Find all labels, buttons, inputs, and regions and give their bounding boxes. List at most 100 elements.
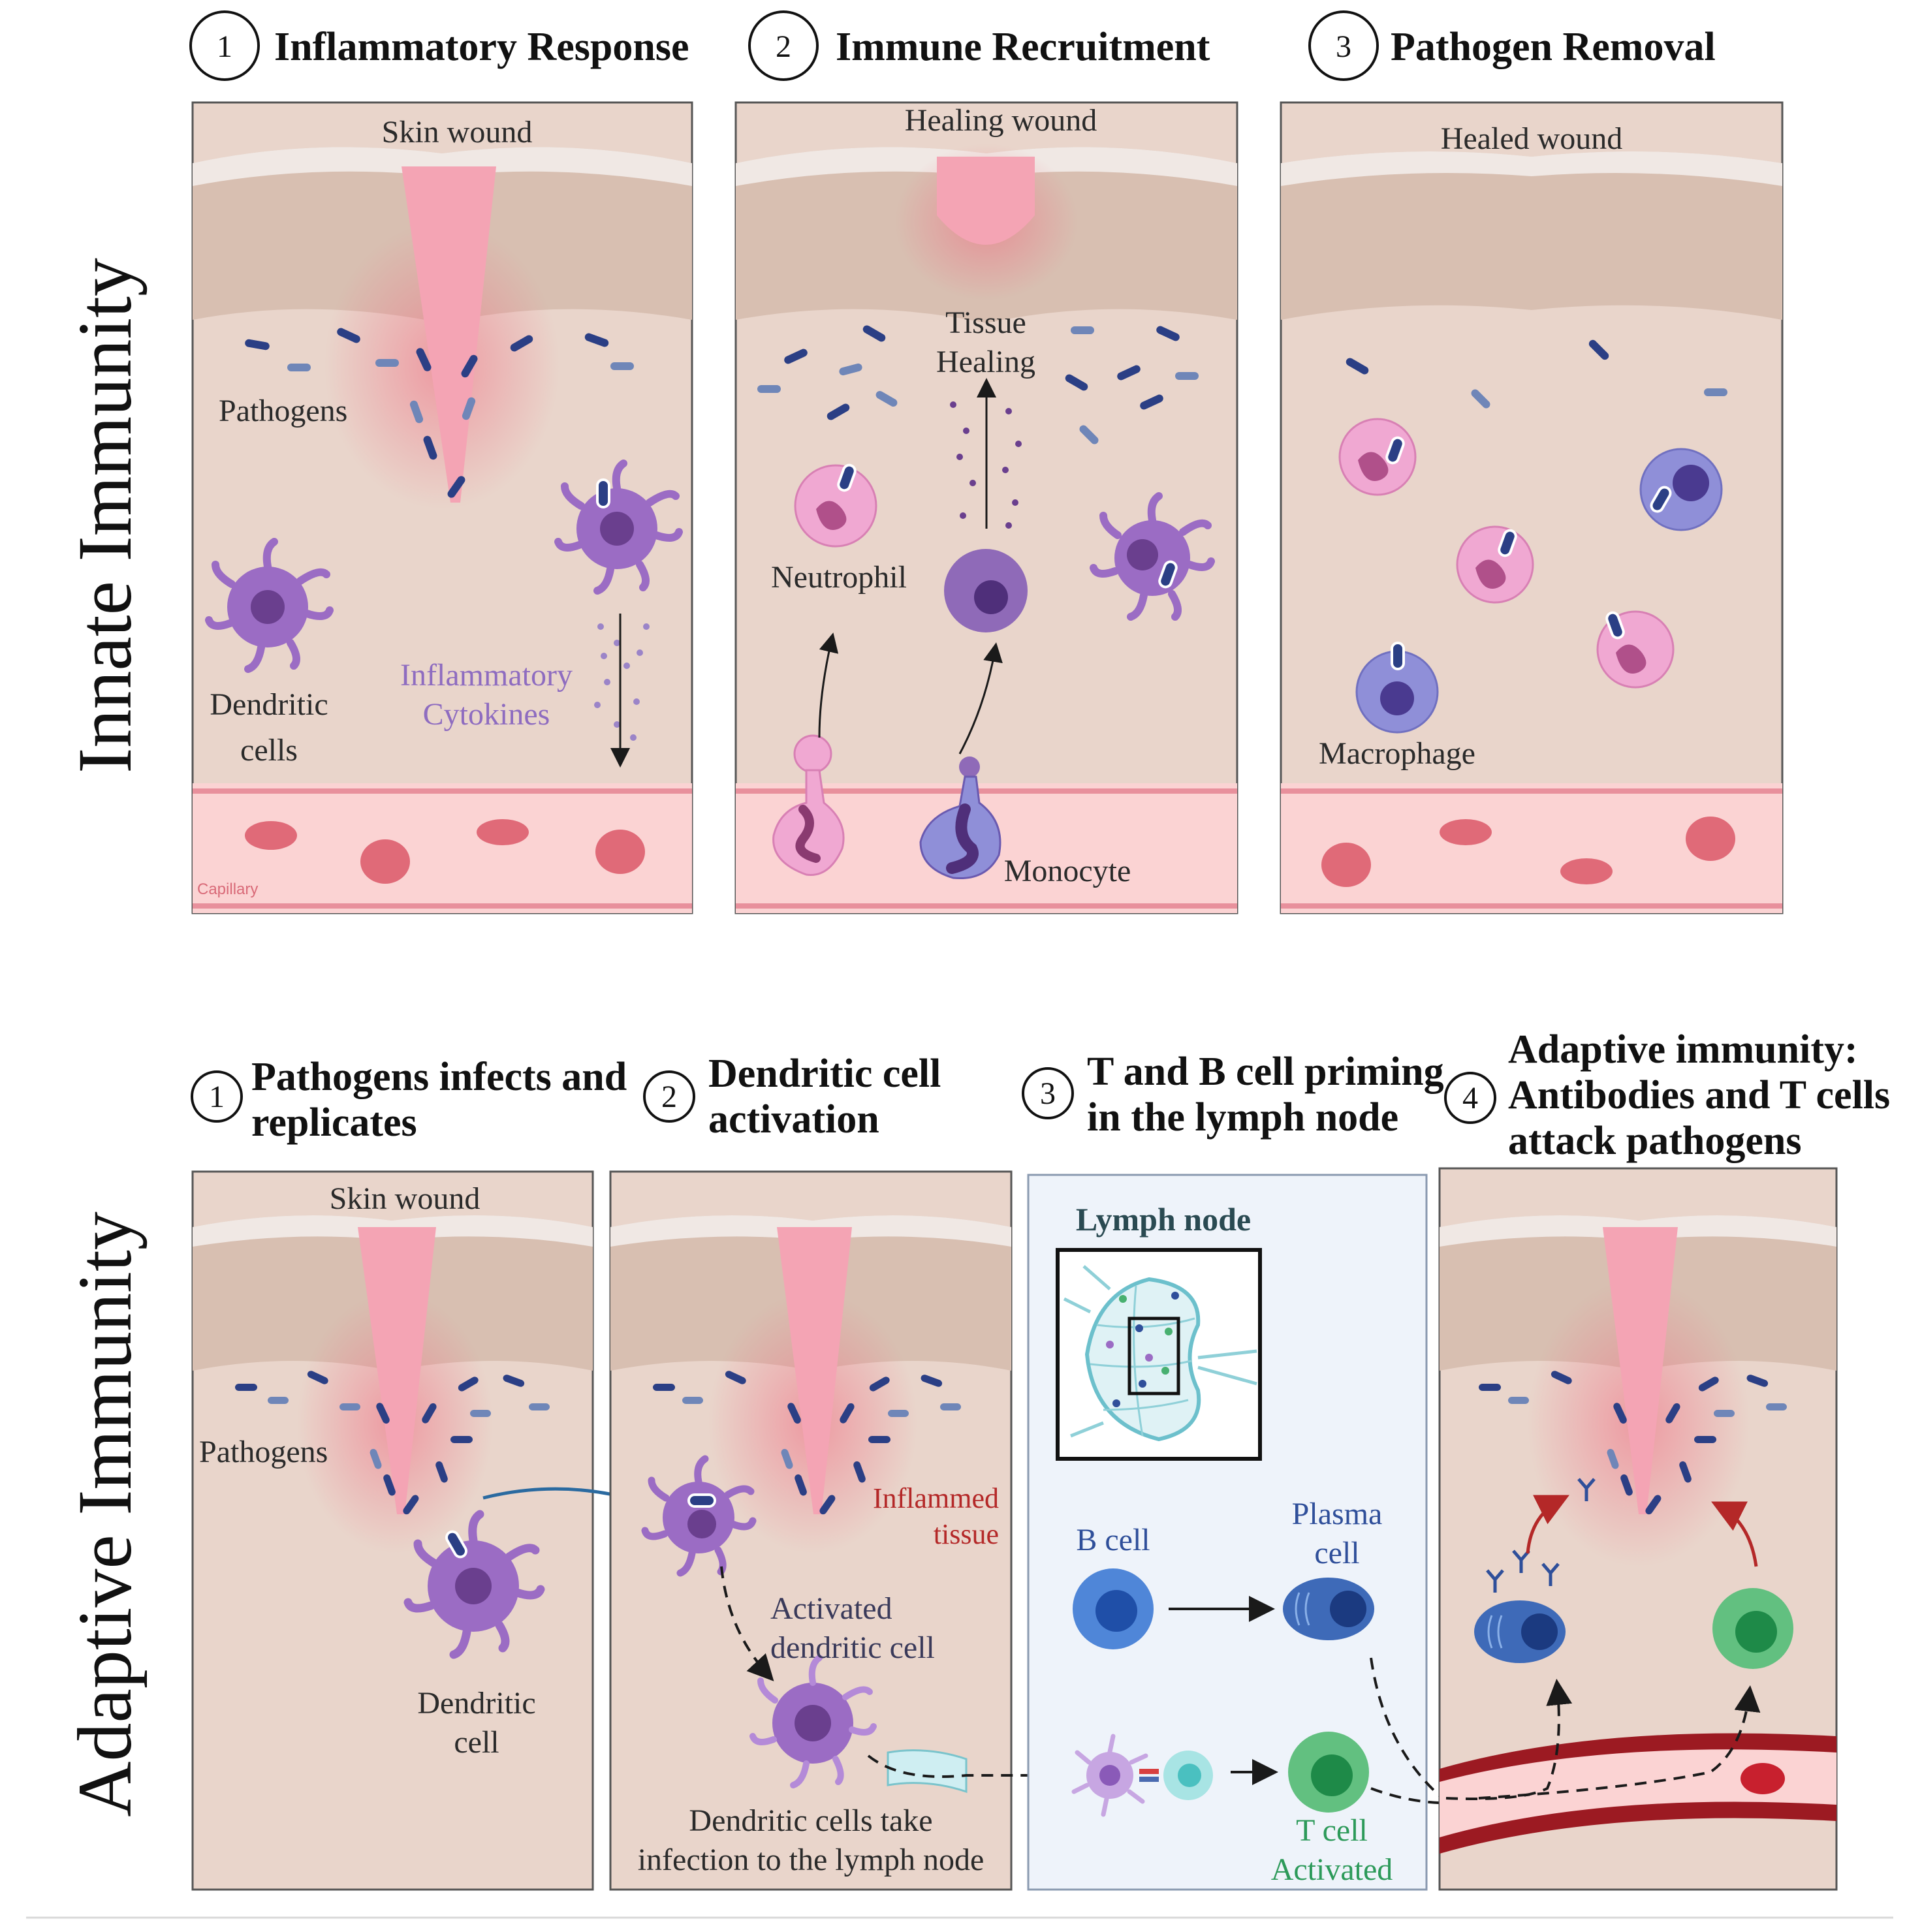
plasma-cell bbox=[1474, 1600, 1566, 1663]
activated-dendritic-label: dendritic cell bbox=[770, 1630, 935, 1665]
blood-vessel bbox=[1440, 1733, 1836, 1854]
b-cell-label: B cell bbox=[1076, 1523, 1150, 1557]
inflamed-tissue-label: tissue bbox=[934, 1518, 999, 1550]
wound bbox=[358, 1227, 436, 1514]
step-title: T and B cell priming bbox=[1087, 1050, 1444, 1094]
tissue-healing-label: Healing bbox=[936, 345, 1035, 379]
innate-step-1-header: 1 Inflammatory Response bbox=[189, 10, 689, 81]
step-title: Pathogen Removal bbox=[1391, 25, 1716, 69]
wound bbox=[402, 166, 496, 503]
neutrophil bbox=[1596, 610, 1675, 689]
t-cell bbox=[1712, 1588, 1793, 1669]
step-number: 3 bbox=[1040, 1076, 1056, 1111]
wound-label: Healing wound bbox=[905, 103, 1097, 138]
pathogens-label: Pathogens bbox=[219, 394, 347, 428]
red-blood-cell bbox=[1741, 1763, 1785, 1794]
neutrophil-label: Neutrophil bbox=[771, 560, 907, 595]
step-title: Inflammatory Response bbox=[274, 25, 689, 69]
step-title: Dendritic cell bbox=[708, 1052, 941, 1096]
innate-panel-removal: Healed wound Macrophage bbox=[1280, 101, 1784, 914]
t-cell-label: T cell bbox=[1296, 1813, 1368, 1848]
monocyte-extravasating bbox=[919, 756, 1001, 880]
pathogens-label: Pathogens bbox=[199, 1435, 328, 1469]
lymph-node-title: Lymph node bbox=[1076, 1201, 1251, 1238]
b-cell bbox=[1073, 1568, 1154, 1649]
step-number-badge bbox=[189, 10, 260, 81]
activated-dendritic-cell bbox=[749, 1655, 877, 1788]
neutrophil bbox=[1338, 418, 1417, 496]
wound-label: Skin wound bbox=[330, 1181, 480, 1216]
step-title: Pathogens infects and bbox=[251, 1055, 627, 1099]
red-blood-cell bbox=[595, 830, 645, 874]
red-blood-cell bbox=[1560, 858, 1613, 884]
dendritic-cell bbox=[403, 1510, 545, 1659]
step-title: activation bbox=[708, 1097, 879, 1142]
adaptive-panel-lymph-node: Lymph node bbox=[1027, 1174, 1476, 1891]
step-number-badge bbox=[1022, 1067, 1074, 1119]
step-number: 2 bbox=[776, 29, 791, 64]
plasma-cell-label: cell bbox=[1314, 1536, 1359, 1570]
plasma-cell bbox=[1283, 1578, 1374, 1640]
wound-label: Skin wound bbox=[382, 115, 533, 149]
red-blood-cell bbox=[477, 819, 529, 845]
macrophage-label: Macrophage bbox=[1319, 736, 1475, 771]
innate-panel-inflammatory: Skin wound Pathogens Dendritic cells Inf… bbox=[191, 101, 693, 914]
neutrophil bbox=[1456, 525, 1534, 604]
caption: Dendritic cells take bbox=[689, 1803, 932, 1838]
monocyte bbox=[944, 549, 1028, 632]
innate-panel-recruitment: Healing wound Tissue Healing Neutrophil … bbox=[734, 101, 1238, 914]
inflamed-tissue-label: Inflammed bbox=[873, 1482, 999, 1514]
adaptive-step-3-header: 3 T and B cell priming in the lymph node bbox=[1022, 1050, 1444, 1140]
dendritic-cells-label: cells bbox=[240, 733, 298, 768]
innate-immunity-title: Innate Immunity bbox=[62, 258, 148, 773]
adaptive-panel-dendritic-activation: Inflammed tissue Activated dendritic cel… bbox=[609, 1170, 1063, 1891]
adaptive-panel-infection: Skin wound Pathogens Dendritic cell bbox=[191, 1170, 646, 1891]
t-cell-label: Activated bbox=[1271, 1852, 1393, 1887]
activated-t-cell bbox=[1288, 1732, 1369, 1813]
cytokines-label: Inflammatory bbox=[400, 658, 573, 693]
step-title: Antibodies and T cells bbox=[1508, 1073, 1890, 1117]
step-title: in the lymph node bbox=[1087, 1095, 1398, 1140]
innate-step-2-header: 2 Immune Recruitment bbox=[748, 10, 1210, 81]
infected-dendritic-cell bbox=[641, 1455, 757, 1577]
lymphatic-vessel bbox=[887, 1749, 968, 1794]
lymph-node-icon bbox=[1063, 1265, 1257, 1442]
dendritic-cell-label: Dendritic bbox=[417, 1686, 535, 1721]
pathogens-cluster bbox=[245, 328, 609, 498]
caption: infection to the lymph node bbox=[638, 1843, 985, 1877]
cytokines bbox=[594, 623, 650, 741]
dendritic-cell bbox=[205, 538, 334, 673]
neutrophil bbox=[794, 463, 877, 548]
red-blood-cell bbox=[245, 821, 297, 850]
adaptive-step-4-header: 4 Adaptive immunity: Antibodies and T ce… bbox=[1444, 1027, 1890, 1163]
activated-dendritic-label: Activated bbox=[770, 1591, 892, 1626]
adaptive-step-2-header: 2 Dendritic cell activation bbox=[643, 1052, 941, 1142]
step-number-badge bbox=[1444, 1072, 1496, 1124]
neutrophil-extravasating bbox=[772, 734, 845, 876]
step-title: replicates bbox=[251, 1100, 417, 1145]
adaptive-step-1-header: 1 Pathogens infects and replicates bbox=[191, 1055, 627, 1145]
step-title: Adaptive immunity: bbox=[1508, 1027, 1858, 1072]
step-number: 3 bbox=[1336, 29, 1351, 64]
dendritic-cell-label: cell bbox=[454, 1725, 499, 1760]
macrophage bbox=[1639, 448, 1723, 531]
tissue-healing-label: Tissue bbox=[945, 305, 1026, 340]
step-number-badge bbox=[643, 1070, 695, 1123]
red-blood-cell bbox=[1321, 843, 1371, 887]
antibodies bbox=[1486, 1478, 1596, 1593]
step-number: 1 bbox=[217, 29, 232, 64]
healing-wound bbox=[937, 157, 1035, 245]
step-number: 1 bbox=[209, 1080, 225, 1114]
dendritic-cells-label: Dendritic bbox=[210, 687, 328, 722]
macrophage bbox=[1355, 642, 1439, 734]
step-number-badge bbox=[191, 1070, 243, 1123]
innate-step-3-header: 3 Pathogen Removal bbox=[1308, 10, 1716, 81]
red-blood-cell bbox=[360, 839, 410, 884]
step-number: 4 bbox=[1462, 1081, 1478, 1115]
wound bbox=[777, 1227, 852, 1514]
monocyte-label: Monocyte bbox=[1004, 854, 1131, 888]
healing-factors bbox=[950, 401, 1022, 529]
wound-label: Healed wound bbox=[1441, 121, 1623, 156]
red-blood-cell bbox=[1686, 817, 1735, 861]
